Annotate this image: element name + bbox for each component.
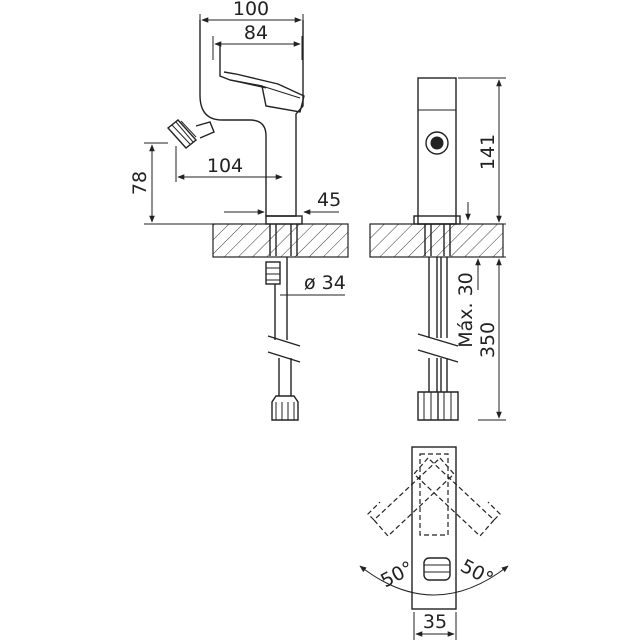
dim-hose-dia: ø 34 — [304, 272, 346, 294]
base-ring — [265, 215, 303, 225]
countertop-left — [212, 223, 349, 258]
front-dimensions: 141 Máx. 30 350 — [455, 77, 506, 421]
angle-right: 50° — [457, 555, 497, 590]
dim-350: 350 — [477, 322, 499, 358]
lever-rotated-left — [373, 457, 455, 537]
dim-84: 84 — [244, 22, 268, 44]
hose-fitting — [271, 395, 299, 421]
dim-100: 100 — [233, 0, 269, 20]
rotation-arc — [359, 565, 509, 596]
lever-center — [419, 453, 449, 536]
front-view — [369, 77, 504, 421]
side-dimensions: 100 84 104 78 45 ø 34 — [129, 0, 346, 296]
tap-body-top — [411, 446, 457, 610]
dim-max-deck: Máx. 30 — [455, 272, 477, 348]
angle-left: 50° — [377, 557, 417, 592]
spray-nozzle — [166, 119, 215, 149]
top-view: 50° 50° 35 — [359, 446, 509, 640]
dim-78: 78 — [129, 171, 151, 195]
dim-35: 35 — [423, 611, 447, 633]
dim-104: 104 — [207, 155, 243, 177]
dim-141: 141 — [477, 134, 499, 170]
nozzle-top — [423, 557, 451, 581]
supply-hose — [274, 257, 292, 396]
lever-handle — [219, 44, 305, 113]
lever-rotated-right — [413, 457, 495, 537]
countertop-right — [369, 223, 504, 258]
dim-45: 45 — [317, 189, 341, 211]
mounting-shank — [269, 224, 298, 256]
tap-body-side — [199, 20, 304, 217]
side-view — [166, 20, 349, 421]
